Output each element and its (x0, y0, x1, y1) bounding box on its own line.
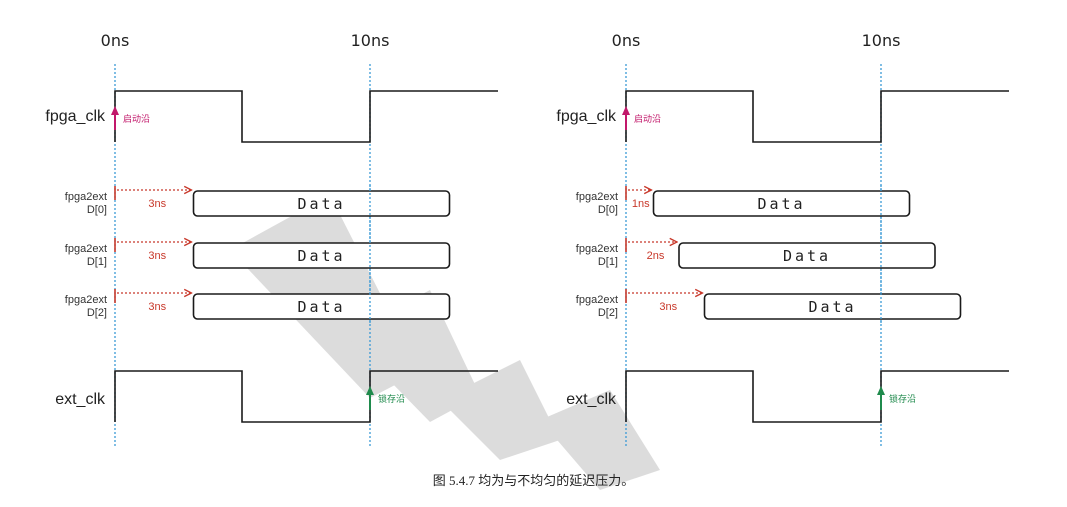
time-label-10ns: 10ns (351, 31, 390, 50)
delay-label: 1ns (632, 198, 650, 210)
data-row-name-line2: D[1] (598, 256, 618, 268)
data-row-name-line2: D[0] (87, 204, 107, 216)
launch-edge-arrowhead (622, 106, 630, 115)
data-valid-label: Data (297, 298, 345, 316)
data-row-name-line1: fpga2ext (65, 243, 107, 255)
data-valid-box (652, 190, 911, 217)
data-valid-box (192, 190, 451, 217)
data-row-name-line2: D[2] (87, 307, 107, 319)
delay-label: 3ns (148, 198, 166, 210)
data-valid-box (678, 242, 936, 269)
data-row-name-line1: fpga2ext (65, 294, 107, 306)
latch-edge-label: 锁存沿 (889, 393, 916, 405)
data-row-name-line1: fpga2ext (576, 243, 618, 255)
data-valid-box (192, 242, 451, 269)
delay-label: 2ns (647, 250, 665, 262)
launch-edge-label: 启动沿 (634, 113, 661, 125)
data-valid-label: Data (297, 247, 345, 265)
ext-clk-label: ext_clk (55, 391, 106, 408)
data-valid-label: Data (757, 195, 805, 213)
data-row-name-line1: fpga2ext (576, 191, 618, 203)
watermark-logo (230, 195, 660, 490)
delay-label: 3ns (148, 250, 166, 262)
time-label-10ns: 10ns (862, 31, 901, 50)
figure-caption: 图 5.4.7 均为与不均匀的延迟压力。 (432, 473, 635, 488)
launch-edge-arrowhead (111, 106, 119, 115)
time-label-0ns: 0ns (612, 31, 641, 50)
latch-edge-arrowhead (877, 386, 885, 395)
data-row-name-line2: D[1] (87, 256, 107, 268)
fpga-clk-waveform (114, 90, 498, 143)
latch-edge-arrowhead (366, 386, 374, 395)
time-label-0ns: 0ns (101, 31, 130, 50)
fpga-clk-label: fpga_clk (556, 108, 617, 125)
data-row-name-line1: fpga2ext (576, 294, 618, 306)
data-row-name-line2: D[2] (598, 307, 618, 319)
latch-edge-label: 锁存沿 (378, 393, 405, 405)
fpga-clk-waveform (625, 90, 1009, 143)
delay-label: 3ns (659, 301, 677, 313)
data-row-name-line1: fpga2ext (65, 191, 107, 203)
data-row-name-line2: D[0] (598, 204, 618, 216)
data-valid-box (192, 293, 451, 320)
ext-clk-waveform (625, 370, 1009, 423)
ext-clk-waveform (114, 370, 498, 423)
fpga-clk-label: fpga_clk (45, 108, 106, 125)
data-valid-label: Data (783, 247, 831, 265)
ext-clk-label: ext_clk (566, 391, 617, 408)
delay-label: 3ns (148, 301, 166, 313)
data-valid-label: Data (297, 195, 345, 213)
launch-edge-label: 启动沿 (123, 113, 150, 125)
data-valid-label: Data (808, 298, 856, 316)
data-valid-box (703, 293, 962, 320)
